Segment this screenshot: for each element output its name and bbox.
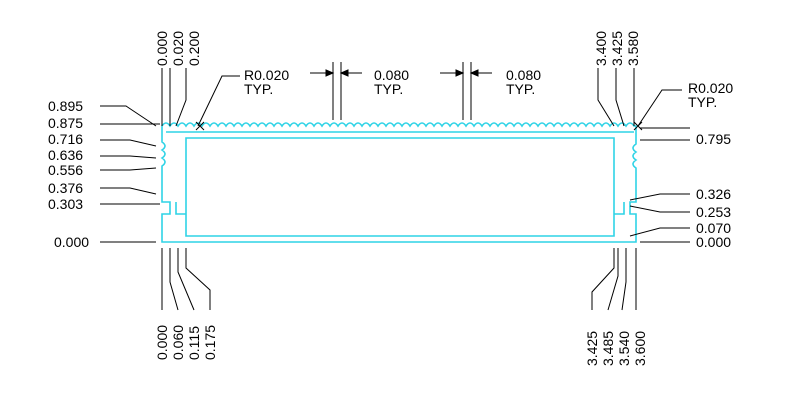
- dim-left-5: 0.376: [48, 180, 83, 196]
- dim-top-left-2: 0.200: [186, 31, 202, 66]
- typ-callout-pitch-2: TYP.: [506, 81, 535, 97]
- extrusion-profile: [160, 122, 638, 243]
- callout-labels: R0.020 TYP. 0.080 TYP. 0.080 TYP. R0.020…: [244, 67, 733, 110]
- dim-left-6: 0.303: [48, 196, 83, 212]
- dim-bottom-right-1: 3.485: [600, 331, 616, 366]
- dim-bottom-left-2: 0.115: [186, 326, 202, 360]
- dim-left-4: 0.556: [48, 162, 83, 178]
- dim-right-3: 0.070: [696, 220, 731, 236]
- dim-right-1: 0.326: [696, 186, 731, 202]
- dim-bottom-right-2: 3.540: [616, 331, 632, 366]
- pitch-callout-1: 0.080: [374, 67, 409, 83]
- dim-left-2: 0.716: [48, 131, 83, 147]
- typ-callout-right: TYP.: [688, 94, 717, 110]
- typ-callout-pitch-1: TYP.: [374, 81, 403, 97]
- dim-top-left-0: 0.000: [154, 31, 170, 66]
- dim-left-0: 0.895: [48, 98, 83, 114]
- top-left-dimension-labels: 0.000 0.020 0.200: [154, 31, 202, 66]
- left-dimension-labels: 0.895 0.875 0.716 0.636 0.556 0.376 0.30…: [48, 98, 89, 250]
- typ-callout-left: TYP.: [244, 81, 273, 97]
- dim-top-right-0: 3.400: [593, 31, 609, 66]
- dim-right-4: 0.000: [696, 234, 731, 250]
- radius-callout-left: R0.020: [244, 67, 289, 83]
- top-right-dimension-labels: 3.400 3.425 3.580: [593, 31, 641, 66]
- pitch-callout-2: 0.080: [506, 67, 541, 83]
- outer-profile-outline: [160, 122, 638, 243]
- dimension-leaders: [100, 62, 690, 311]
- radius-callout-right: R0.020: [688, 80, 733, 96]
- dim-bottom-right-0: 3.425: [584, 331, 600, 366]
- dim-top-left-1: 0.020: [170, 31, 186, 66]
- dim-bottom-left-0: 0.000: [154, 325, 170, 360]
- dim-bottom-left-3: 0.175: [202, 325, 218, 360]
- bottom-slot-right: [614, 202, 625, 215]
- dim-right-0: 0.795: [696, 131, 731, 147]
- bottom-right-dimension-labels: 3.425 3.485 3.540 3.600: [584, 331, 648, 366]
- dim-right-2: 0.253: [696, 204, 731, 220]
- bottom-left-dimension-labels: 0.000 0.060 0.115 0.175: [154, 325, 218, 360]
- dim-left-1: 0.875: [48, 115, 83, 131]
- dim-top-right-2: 3.580: [625, 31, 641, 66]
- inner-cavity-outline: [185, 137, 615, 237]
- dim-bottom-right-3: 3.600: [632, 331, 648, 366]
- bottom-slot-left: [175, 202, 186, 215]
- dim-left-7: 0.000: [54, 234, 89, 250]
- right-dimension-labels: 0.795 0.326 0.253 0.070 0.000: [696, 131, 731, 250]
- dim-bottom-left-1: 0.060: [170, 325, 186, 360]
- dim-top-right-1: 3.425: [609, 31, 625, 66]
- dim-left-3: 0.636: [48, 147, 83, 163]
